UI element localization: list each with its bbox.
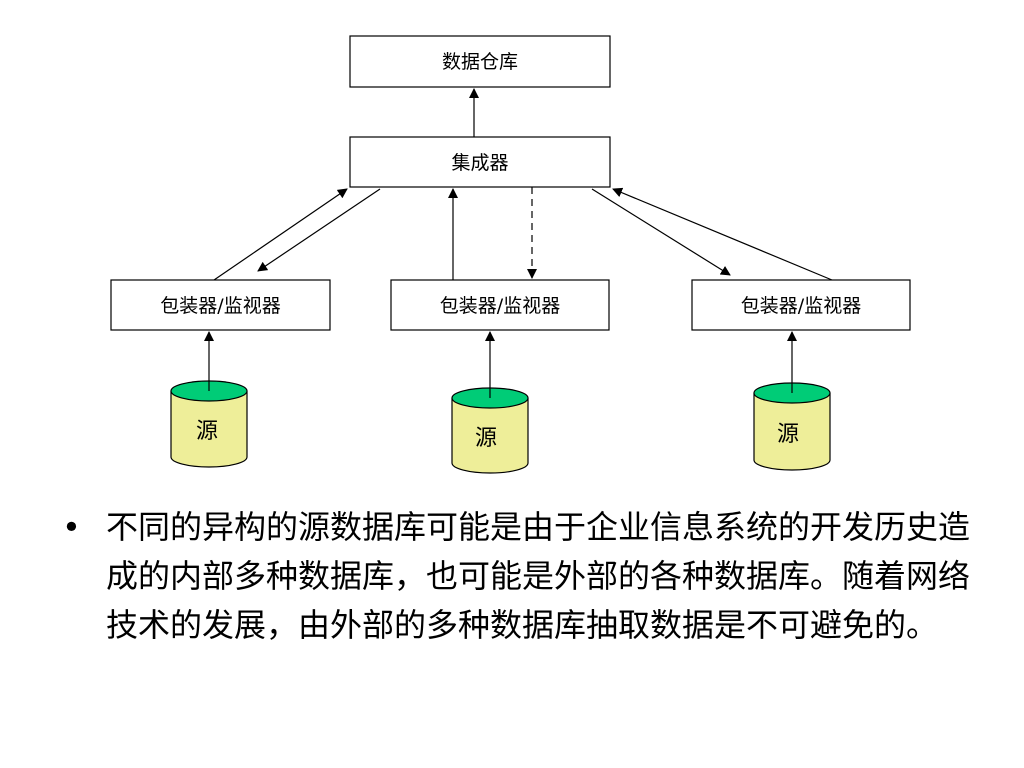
wrapper-label-middle: 包装器/监视器 <box>440 295 560 317</box>
connector-group <box>204 88 833 390</box>
bullet-symbol: • <box>62 508 81 546</box>
architecture-diagram: 数据仓库 集成器 包装器/监视器 包装器/监视器 包装器/监视器 <box>110 35 911 474</box>
source-cylinder-left: 源 <box>170 380 248 468</box>
warehouse-label: 数据仓库 <box>442 51 518 73</box>
source-cylinder-right: 源 <box>753 382 831 471</box>
warehouse-node: 数据仓库 <box>349 35 611 88</box>
arrow-left-wrapper-to-integrator <box>213 188 348 281</box>
arrow-right-wrapper-to-integrator <box>612 187 833 281</box>
arrow-integrator-to-left-wrapper <box>257 188 381 272</box>
integrator-node: 集成器 <box>349 136 611 188</box>
wrapper-node-right: 包装器/监视器 <box>691 279 911 331</box>
bullet-text: 不同的异构的源数据库可能是由于企业信息系统的开发历史造成的内部多种数据库，也可能… <box>106 508 971 644</box>
source-cylinder-middle: 源 <box>451 387 529 474</box>
source-label-middle: 源 <box>475 426 497 451</box>
bullet-paragraph: • 不同的异构的源数据库可能是由于企业信息系统的开发历史造成的内部多种数据库，也… <box>62 503 992 650</box>
wrapper-node-middle: 包装器/监视器 <box>390 279 610 331</box>
wrapper-label-left: 包装器/监视器 <box>160 295 280 317</box>
wrapper-label-right: 包装器/监视器 <box>741 295 861 317</box>
wrapper-node-left: 包装器/监视器 <box>110 279 331 331</box>
arrow-integrator-to-right-wrapper <box>591 188 731 276</box>
source-label-left: 源 <box>196 419 218 444</box>
source-label-right: 源 <box>777 422 799 447</box>
integrator-label: 集成器 <box>451 152 508 174</box>
